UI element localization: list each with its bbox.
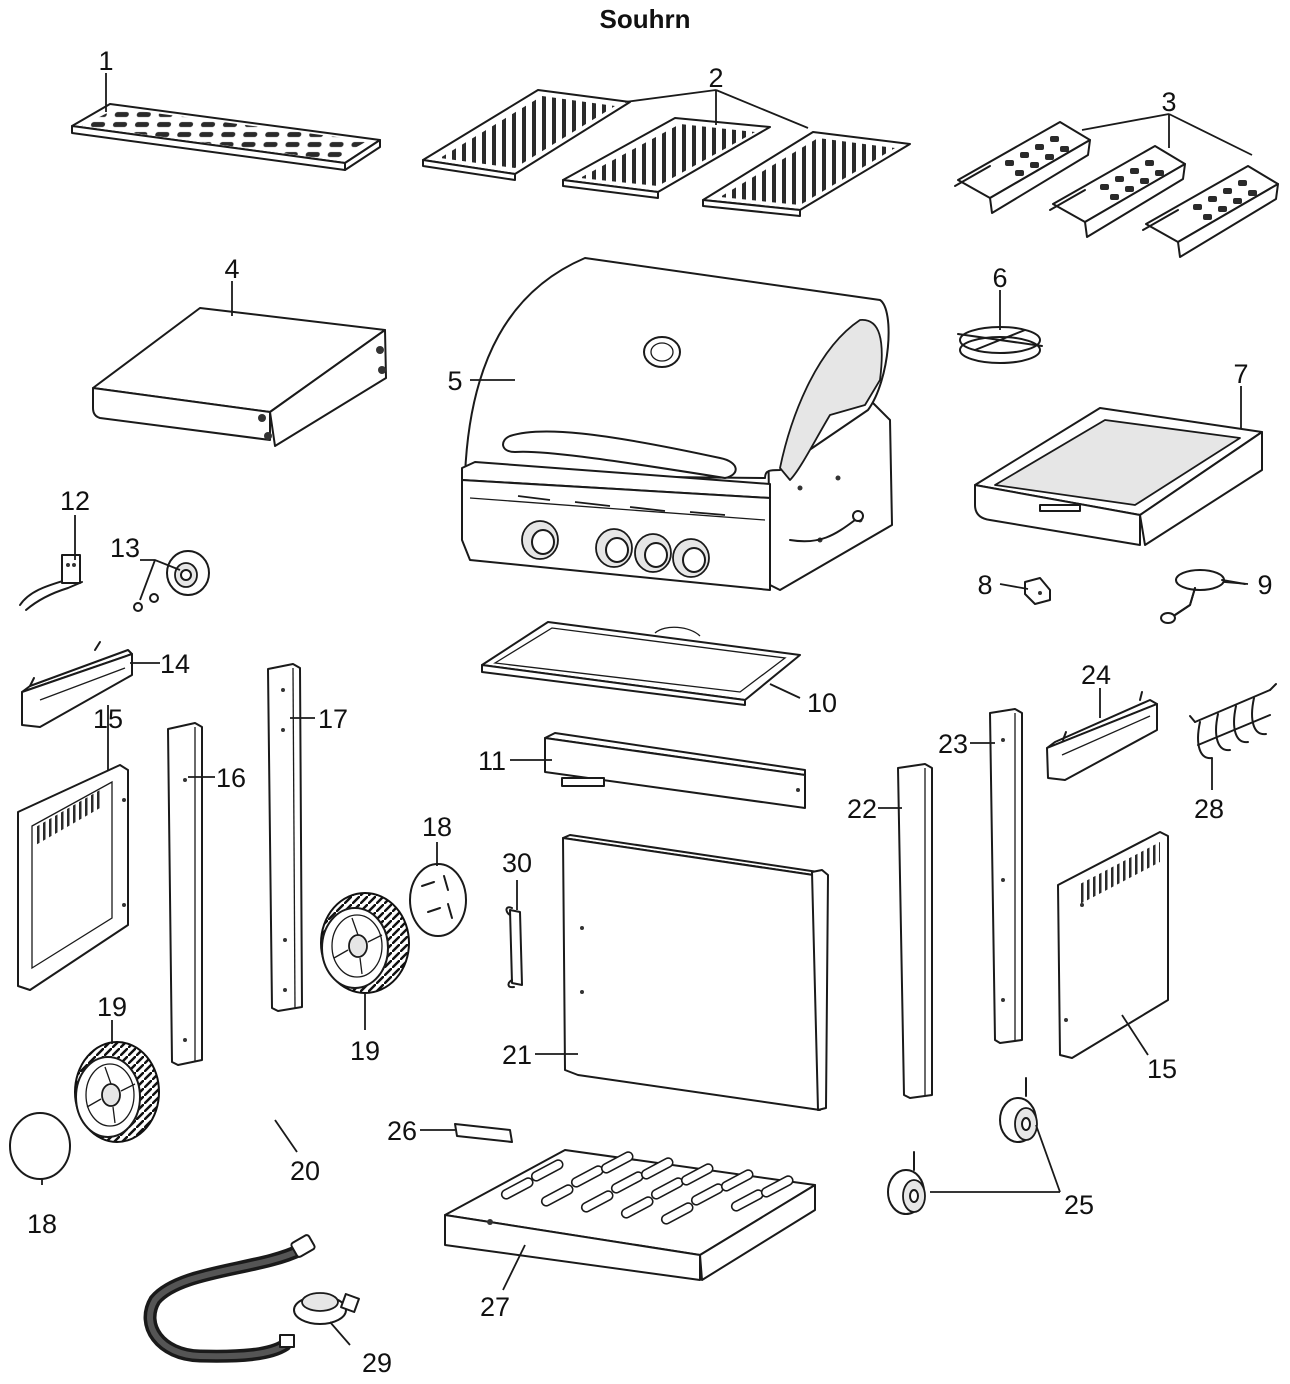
part-label-25: 25 xyxy=(1064,1190,1094,1220)
leg-23-illustration xyxy=(989,708,1023,1044)
bracket-26-illustration xyxy=(454,1123,513,1143)
cross-brace-illustration xyxy=(21,641,133,728)
side-burner-illustration xyxy=(974,407,1263,546)
part-label-4: 4 xyxy=(224,254,239,284)
side-panel-right-illustration xyxy=(1057,831,1169,1059)
part-label-12: 12 xyxy=(60,486,90,516)
cabinet-rail-illustration xyxy=(544,732,806,809)
part-label-26: 26 xyxy=(387,1116,417,1146)
part-label-10: 10 xyxy=(807,688,837,718)
part-label-29: 29 xyxy=(362,1348,392,1378)
utensil-hooks-illustration xyxy=(1189,683,1277,760)
part-label-16: 16 xyxy=(216,763,246,793)
part-label-6: 6 xyxy=(992,263,1007,293)
part-label-27: 27 xyxy=(480,1292,510,1322)
leader-lines xyxy=(41,73,1253,1346)
regulator-hose-illustration xyxy=(143,1234,360,1363)
part-label-22: 22 xyxy=(847,794,877,824)
part-label-30: 30 xyxy=(502,848,532,878)
hubcap-upper-illustration xyxy=(409,863,467,937)
part-label-17: 17 xyxy=(318,704,348,734)
bracket-illustration xyxy=(1024,577,1051,605)
part-label-18-lower: 18 xyxy=(27,1209,57,1239)
leg-22-illustration xyxy=(897,763,933,1099)
part-label-19-lower: 19 xyxy=(97,992,127,1022)
side-shelf-illustration xyxy=(92,307,387,447)
part-label-9: 9 xyxy=(1257,570,1272,600)
leg-17-illustration xyxy=(267,663,303,1012)
part-label-15-left: 15 xyxy=(93,704,123,734)
bottom-shelf-illustration xyxy=(444,1149,816,1281)
part-label-19-upper: 19 xyxy=(350,1036,380,1066)
leg-16-illustration xyxy=(167,722,203,1066)
part-label-14: 14 xyxy=(160,649,190,679)
cabinet-door-illustration xyxy=(562,834,829,1111)
clip-illustration xyxy=(19,554,83,611)
part-label-20: 20 xyxy=(290,1156,320,1186)
part-label-15-right: 15 xyxy=(1147,1054,1177,1084)
part-label-7: 7 xyxy=(1233,359,1248,389)
flame-tamers-illustration xyxy=(954,121,1279,258)
knob-and-nuts-illustration xyxy=(133,550,210,612)
part-label-3: 3 xyxy=(1161,87,1176,117)
part-number-labels: 1 2 3 4 5 6 7 8 9 10 11 12 13 14 15 15 1… xyxy=(27,46,1273,1378)
casters-illustration xyxy=(887,1077,1038,1215)
part-label-5: 5 xyxy=(447,366,462,396)
part-label-21: 21 xyxy=(502,1040,532,1070)
side-panel-left-illustration xyxy=(17,764,129,991)
grill-head-illustration xyxy=(461,257,893,591)
side-burner-ring-illustration xyxy=(957,290,1043,364)
part-label-23: 23 xyxy=(938,729,968,759)
grease-tray-illustration xyxy=(481,621,801,706)
door-handle-illustration xyxy=(505,906,523,989)
part-label-8: 8 xyxy=(977,570,992,600)
hubcap-lower-illustration xyxy=(9,1112,71,1180)
wheel-upper-illustration xyxy=(320,892,410,994)
cooking-grates-illustration xyxy=(422,89,911,217)
part-label-13: 13 xyxy=(110,533,140,563)
part-label-1: 1 xyxy=(98,46,113,76)
part-label-24: 24 xyxy=(1081,660,1111,690)
wheel-lower-illustration xyxy=(74,1041,160,1143)
part-label-18-upper: 18 xyxy=(422,812,452,842)
brace-24-illustration xyxy=(1046,691,1158,781)
part-label-2: 2 xyxy=(708,63,723,93)
part-label-28: 28 xyxy=(1194,794,1224,824)
part-label-11: 11 xyxy=(478,746,506,776)
axle-illustration xyxy=(186,1080,332,1169)
burner-valve-illustration xyxy=(1160,569,1246,624)
warming-rack-illustration xyxy=(71,103,381,171)
diagram-title: Souhrn xyxy=(600,4,691,34)
